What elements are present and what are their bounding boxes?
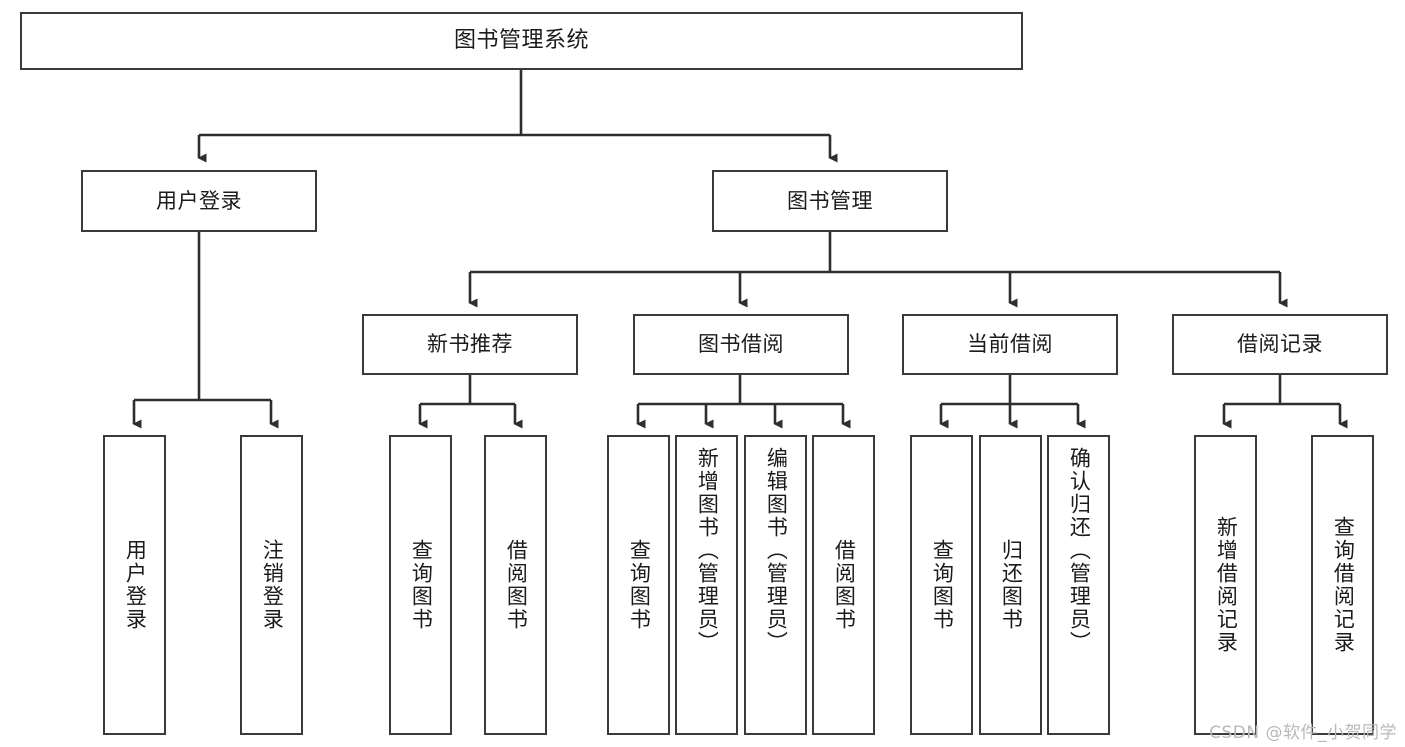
node-leaf-user-logout-label: 注销登录	[260, 539, 285, 631]
node-leaf-borrow-book-1-label: 借阅图书	[504, 539, 529, 631]
node-root[interactable]: 图书管理系统	[20, 12, 1023, 70]
node-leaf-query-book-2[interactable]: 查询图书	[607, 435, 670, 735]
node-new-book-recommend[interactable]: 新书推荐	[362, 314, 578, 375]
node-leaf-user-logout[interactable]: 注销登录	[240, 435, 303, 735]
node-leaf-borrow-book-1[interactable]: 借阅图书	[484, 435, 547, 735]
node-new-book-recommend-label: 新书推荐	[427, 332, 513, 357]
node-leaf-borrow-book-2-label: 借阅图书	[832, 539, 857, 631]
node-root-label: 图书管理系统	[453, 28, 589, 54]
node-leaf-user-login[interactable]: 用户登录	[103, 435, 166, 735]
node-user-login-label: 用户登录	[156, 188, 242, 213]
node-current-borrow-label: 当前借阅	[967, 332, 1053, 357]
node-leaf-add-book-admin-label: 新增图书（管理员）	[695, 447, 720, 654]
node-leaf-query-book-3[interactable]: 查询图书	[910, 435, 973, 735]
node-current-borrow[interactable]: 当前借阅	[902, 314, 1118, 375]
node-leaf-query-record[interactable]: 查询借阅记录	[1311, 435, 1374, 735]
node-leaf-query-book-3-label: 查询图书	[930, 539, 955, 631]
node-borrow-record[interactable]: 借阅记录	[1172, 314, 1388, 375]
node-leaf-confirm-return-admin[interactable]: 确认归还（管理员）	[1047, 435, 1110, 735]
node-leaf-confirm-return-admin-label: 确认归还（管理员）	[1067, 447, 1092, 654]
node-leaf-query-book-1-label: 查询图书	[409, 539, 434, 631]
node-leaf-query-record-label: 查询借阅记录	[1331, 516, 1356, 654]
node-borrow-record-label: 借阅记录	[1237, 332, 1323, 357]
node-book-manage[interactable]: 图书管理	[712, 170, 948, 232]
node-leaf-add-record[interactable]: 新增借阅记录	[1194, 435, 1257, 735]
node-leaf-user-login-label: 用户登录	[123, 539, 148, 631]
node-leaf-borrow-book-2[interactable]: 借阅图书	[812, 435, 875, 735]
node-leaf-edit-book-admin[interactable]: 编辑图书（管理员）	[744, 435, 807, 735]
node-leaf-add-record-label: 新增借阅记录	[1214, 516, 1239, 654]
node-leaf-add-book-admin[interactable]: 新增图书（管理员）	[675, 435, 738, 735]
watermark: CSDN @软件_小贺同学	[1209, 723, 1397, 743]
node-leaf-query-book-2-label: 查询图书	[627, 539, 652, 631]
node-leaf-edit-book-admin-label: 编辑图书（管理员）	[764, 447, 789, 654]
node-leaf-return-book[interactable]: 归还图书	[979, 435, 1042, 735]
node-book-manage-label: 图书管理	[787, 188, 873, 213]
node-book-borrow-label: 图书借阅	[698, 332, 784, 357]
node-leaf-query-book-1[interactable]: 查询图书	[389, 435, 452, 735]
node-book-borrow[interactable]: 图书借阅	[633, 314, 849, 375]
node-user-login[interactable]: 用户登录	[81, 170, 317, 232]
node-leaf-return-book-label: 归还图书	[999, 539, 1024, 631]
